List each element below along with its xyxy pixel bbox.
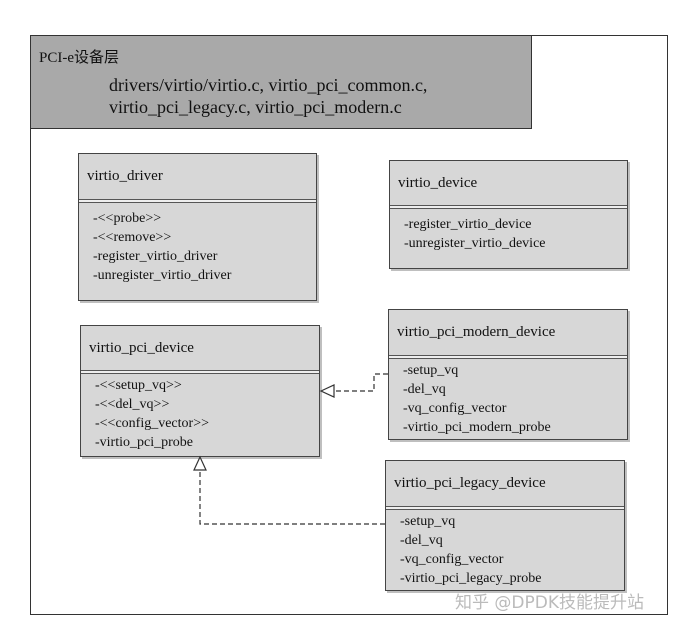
- class-operation: -<<probe>>: [93, 211, 162, 226]
- class-operation: -vq_config_vector: [403, 401, 507, 416]
- class-name: virtio_pci_legacy_device: [394, 475, 546, 491]
- arrowhead-icon: [193, 455, 207, 471]
- class-operation: -<<config_vector>>: [95, 416, 209, 431]
- class-operation: -register_virtio_driver: [93, 249, 218, 264]
- class-name: virtio_pci_device: [89, 339, 194, 356]
- class-operations: -setup_vq -del_vq -vq_config_vector -vir…: [389, 359, 627, 437]
- class-divider: [386, 506, 624, 510]
- watermark: 知乎 @DPDK技能提升站: [455, 593, 644, 613]
- class-operation: -del_vq: [403, 382, 446, 397]
- class-operation: -del_vq: [400, 533, 443, 548]
- class-operation: -vq_config_vector: [400, 552, 504, 567]
- class-operations: -<<setup_vq>> -<<del_vq>> -<<config_vect…: [81, 374, 319, 452]
- package-tab: PCI-e设备层 drivers/virtio/virtio.c, virtio…: [30, 35, 532, 129]
- class-operation: -unregister_virtio_driver: [93, 268, 232, 283]
- class-operation: -unregister_virtio_device: [404, 236, 546, 251]
- class-operation: -virtio_pci_modern_probe: [403, 420, 551, 435]
- class-divider: [79, 199, 316, 203]
- class-operation: -setup_vq: [403, 363, 459, 378]
- class-operation: -register_virtio_device: [404, 217, 532, 232]
- class-virtio-driver: virtio_driver -<<probe>> -<<remove>> -re…: [78, 153, 317, 301]
- class-operations: -register_virtio_device -unregister_virt…: [390, 209, 627, 253]
- class-operations: -setup_vq -del_vq -vq_config_vector -vir…: [386, 510, 624, 588]
- arrowhead-icon: [319, 384, 335, 398]
- class-operations: -<<probe>> -<<remove>> -register_virtio_…: [79, 203, 316, 285]
- class-divider: [81, 370, 319, 374]
- class-name: virtio_device: [398, 174, 478, 191]
- class-operation: -<<remove>>: [93, 230, 172, 245]
- class-name: virtio_driver: [87, 168, 163, 184]
- class-virtio-device: virtio_device -register_virtio_device -u…: [389, 160, 628, 269]
- package-files-line: drivers/virtio/virtio.c, virtio_pci_comm…: [109, 75, 428, 95]
- class-operation: -<<setup_vq>>: [95, 378, 182, 393]
- class-operation: -virtio_pci_probe: [95, 435, 193, 450]
- package-files-line: virtio_pci_legacy.c, virtio_pci_modern.c: [109, 97, 402, 117]
- class-virtio-pci-modern-device: virtio_pci_modern_device -setup_vq -del_…: [388, 309, 628, 440]
- class-operation: -<<del_vq>>: [95, 397, 170, 412]
- legacy-to-pci-device-link: [199, 470, 385, 525]
- class-name: virtio_pci_modern_device: [397, 324, 556, 340]
- class-virtio-pci-legacy-device: virtio_pci_legacy_device -setup_vq -del_…: [385, 460, 625, 591]
- modern-to-pci-device-link: [334, 373, 388, 392]
- class-operation: -virtio_pci_legacy_probe: [400, 571, 542, 586]
- class-virtio-pci-device: virtio_pci_device -<<setup_vq>> -<<del_v…: [80, 325, 320, 457]
- class-operation: -setup_vq: [400, 514, 456, 529]
- package-title: PCI-e设备层: [39, 50, 119, 66]
- class-divider: [389, 355, 627, 359]
- package-files: drivers/virtio/virtio.c, virtio_pci_comm…: [109, 74, 427, 118]
- class-divider: [390, 205, 627, 209]
